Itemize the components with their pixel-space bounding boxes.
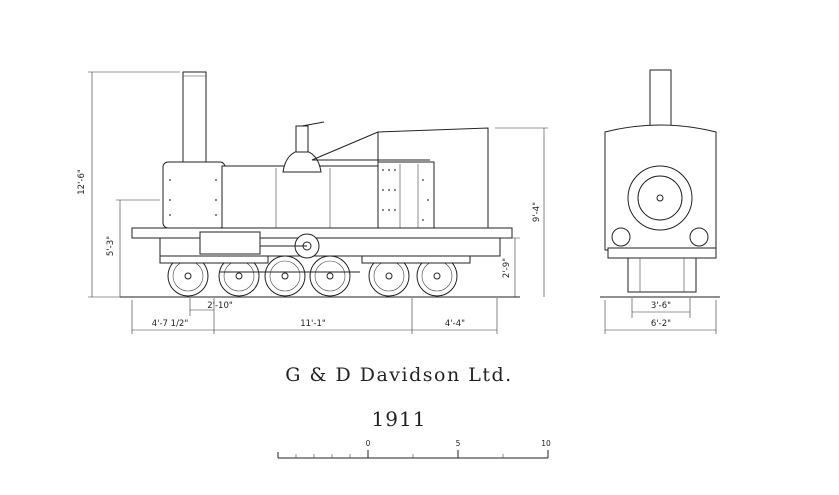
buffer-right: [689, 227, 709, 247]
dim-rear-overhang: 4'-4": [445, 319, 465, 329]
boiler: [221, 165, 383, 231]
dim-overall-width: 6'-2": [651, 319, 671, 329]
dim-wheel-height: 2'-9": [502, 258, 512, 278]
drawing-year: 1911: [372, 407, 427, 431]
wheels: [167, 255, 458, 297]
dim-cab-height: 9'-4": [532, 202, 542, 222]
front-bogie: [627, 257, 697, 293]
smokebox: [162, 161, 226, 229]
smokebox-door: [637, 175, 683, 221]
dim-overall-height: 12'-6": [77, 169, 87, 195]
scale-bar: [277, 450, 549, 459]
rivets: [169, 169, 429, 231]
dim-bogie-offset: 2'-10": [207, 301, 233, 311]
side-elevation: [120, 71, 520, 298]
scale-label-10: 10: [541, 439, 551, 448]
footplate: [131, 227, 513, 239]
dome: [282, 149, 322, 173]
drawing-title: G & D Davidson Ltd.: [285, 364, 512, 386]
front-elevation: [600, 69, 720, 298]
side-dimensions: [88, 71, 548, 334]
dim-front-overhang: 4'-7 1/2": [152, 319, 189, 329]
dim-gauge: 3'-6": [651, 301, 671, 311]
buffer-left: [611, 227, 631, 247]
dim-wheelbase: 11'-1": [300, 319, 326, 329]
dim-footplate-height: 5'-3": [106, 236, 116, 256]
front-dimensions: [604, 298, 717, 334]
chimney: [182, 71, 207, 171]
scale-label-5: 5: [456, 439, 461, 448]
cylinder: [199, 231, 261, 255]
scale-label-0: 0: [366, 439, 371, 448]
